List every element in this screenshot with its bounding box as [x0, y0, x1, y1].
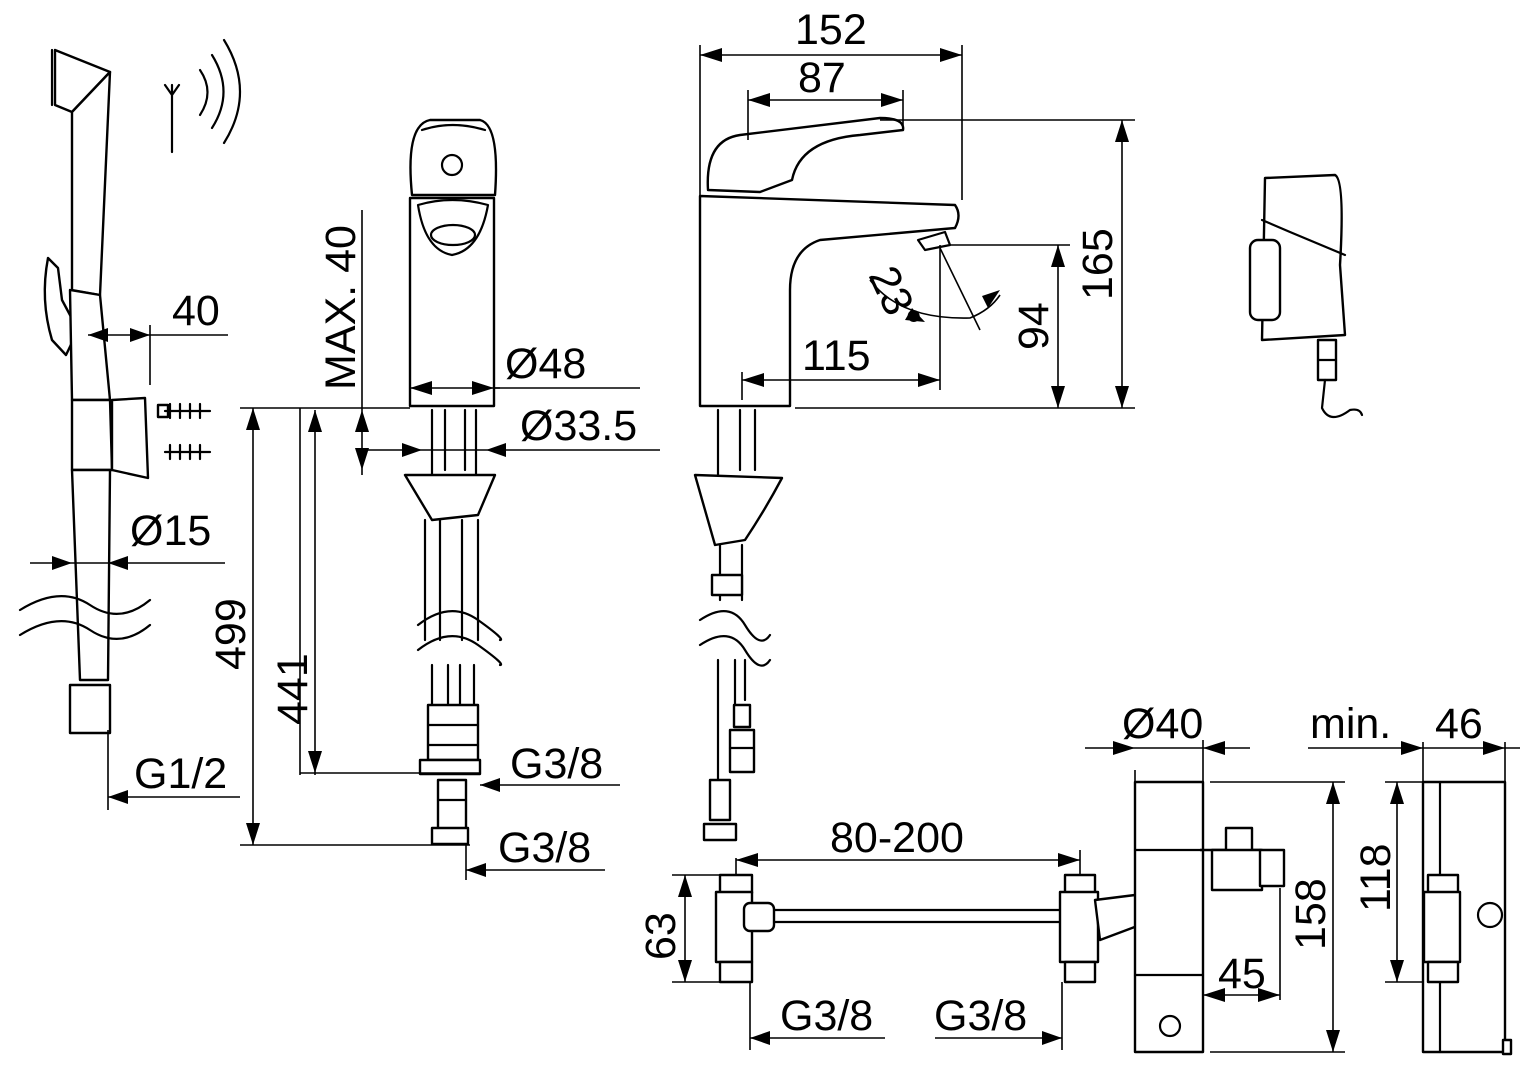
label-499: 499	[207, 598, 255, 670]
label-94: 94	[1010, 302, 1058, 350]
dim-165	[795, 119, 1135, 409]
dim-40-top	[88, 325, 228, 385]
dim-dia33	[360, 443, 660, 457]
dim-max40	[355, 210, 369, 475]
label-g38-c: G3/8	[780, 992, 873, 1040]
dim-angle	[869, 247, 1001, 331]
label-g12: G1/2	[134, 750, 227, 798]
dim-dia40	[1085, 740, 1250, 782]
label-g38-b: G3/8	[498, 824, 591, 872]
label-g38-a: G3/8	[510, 740, 603, 788]
dim-46	[1308, 741, 1520, 782]
dim-94	[950, 244, 1070, 408]
dim-441	[299, 408, 480, 775]
label-118: 118	[1352, 843, 1400, 912]
label-angle: 23°	[859, 259, 930, 338]
label-63: 63	[637, 912, 685, 960]
label-max40: MAX. 40	[317, 225, 365, 390]
dim-63	[672, 874, 720, 983]
label-40-top: 40	[172, 287, 220, 335]
label-152: 152	[795, 6, 867, 54]
label-158: 158	[1287, 878, 1335, 950]
label-dia33: Ø33.5	[520, 402, 637, 450]
dim-152	[699, 45, 963, 200]
faucet-side-view	[693, 116, 960, 842]
dim-g12	[107, 730, 240, 810]
label-dia15: Ø15	[130, 507, 211, 555]
faucet-front-view	[403, 118, 503, 846]
dim-80-200	[735, 850, 1081, 875]
antenna-icon	[163, 83, 181, 154]
dim-45	[1203, 888, 1281, 1002]
label-45: 45	[1218, 950, 1266, 998]
dim-dia15	[30, 556, 225, 570]
dim-dia48	[410, 381, 640, 395]
hand-shower	[18, 48, 212, 735]
dim-87	[747, 90, 904, 140]
wireless-signal-icon	[198, 38, 241, 145]
label-g38-d: G3/8	[934, 992, 1027, 1040]
label-80-200: 80-200	[830, 814, 964, 862]
label-165: 165	[1074, 228, 1122, 300]
control-box	[1248, 173, 1364, 419]
label-dia48: Ø48	[505, 340, 586, 388]
label-87: 87	[798, 54, 846, 102]
dim-g38-front	[465, 778, 620, 880]
label-min: min.	[1310, 700, 1391, 748]
label-441: 441	[269, 653, 317, 725]
label-dia40: Ø40	[1122, 700, 1203, 748]
valve-assembly	[714, 780, 1513, 1056]
label-46: 46	[1435, 700, 1483, 748]
dim-118	[1385, 781, 1423, 983]
dim-158	[1210, 781, 1345, 1053]
dim-499	[240, 407, 470, 846]
dim-g38-bottom	[749, 982, 1063, 1050]
label-115: 115	[802, 332, 871, 380]
